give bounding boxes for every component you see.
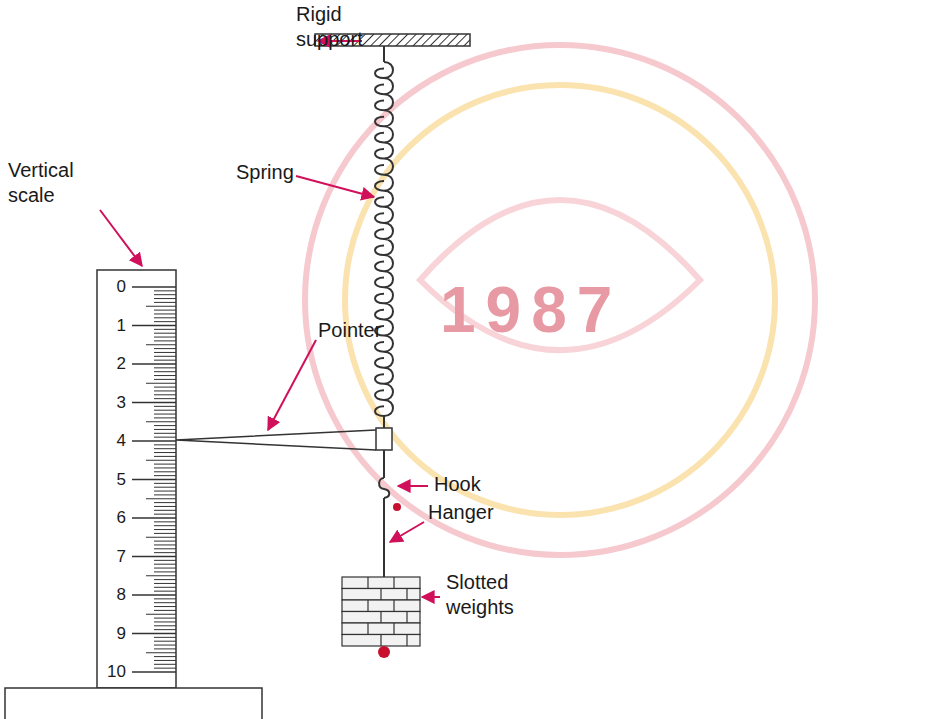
- scale-number: 1: [100, 315, 126, 336]
- part-label: Spring: [236, 160, 306, 185]
- leader-arrows: [100, 41, 440, 597]
- part-label: Pointer: [318, 318, 408, 343]
- hook: [379, 478, 389, 498]
- scale-number: 9: [100, 623, 126, 644]
- scale-ticks: [132, 287, 176, 672]
- spring-coil: [375, 62, 393, 416]
- hanger-base: [378, 646, 390, 658]
- slotted-weights: [342, 577, 420, 646]
- scale-number: 2: [100, 353, 126, 374]
- scale-number: 4: [100, 430, 126, 451]
- part-label: Slotted weights: [446, 570, 536, 620]
- part-label: Hanger: [428, 500, 518, 525]
- watermark-emblem: [305, 45, 815, 555]
- pointer: [176, 430, 376, 450]
- spring-top-wire: [383, 46, 385, 62]
- hook-wire: [383, 450, 385, 478]
- vertical-scale: [97, 270, 176, 688]
- spring-bottom-wire: [383, 416, 385, 428]
- scale-base: [5, 688, 262, 719]
- part-label: Rigid support: [296, 2, 366, 52]
- scale-number: 10: [100, 661, 126, 682]
- watermark: 1987: [440, 270, 700, 350]
- pointer-block: [376, 428, 392, 450]
- hook-ball: [393, 503, 401, 511]
- part-label: Vertical scale: [8, 158, 104, 208]
- hanger-rod: [383, 498, 385, 577]
- scale-number: 5: [100, 469, 126, 490]
- scale-number: 8: [100, 584, 126, 605]
- scale-number: 3: [100, 392, 126, 413]
- scale-number: 7: [100, 546, 126, 567]
- part-label: Hook: [434, 472, 514, 497]
- scale-number: 6: [100, 507, 126, 528]
- scale-number: 0: [100, 276, 126, 297]
